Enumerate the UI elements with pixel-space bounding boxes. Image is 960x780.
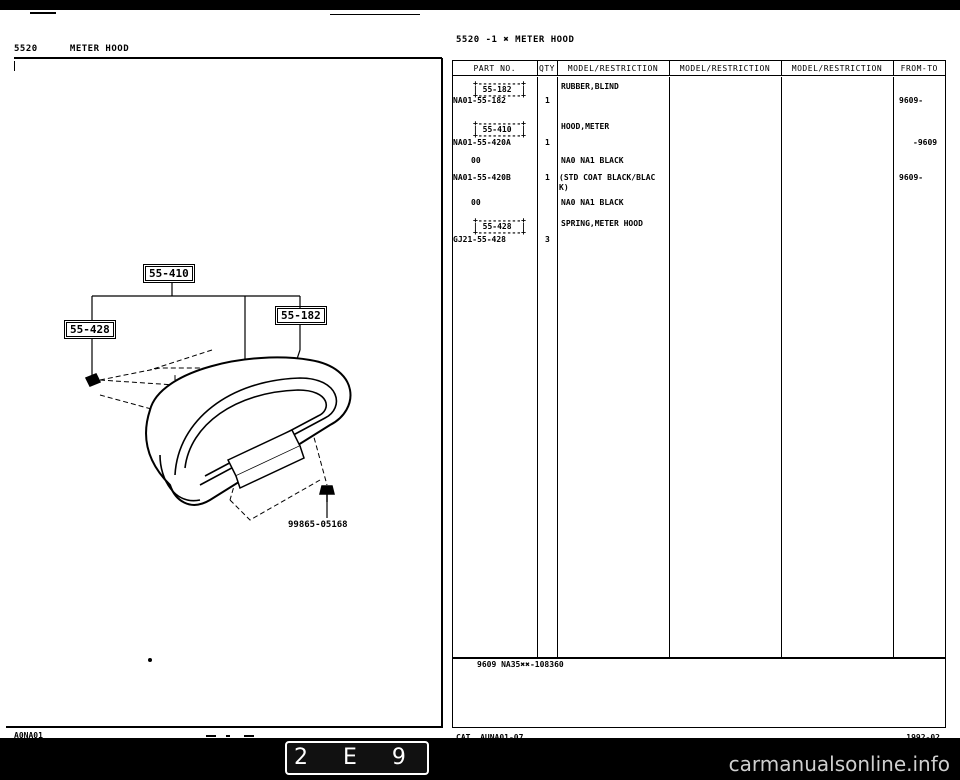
meter-hood-illustration: [84, 282, 352, 521]
part-number: GJ21-55-428: [453, 235, 506, 244]
page-divider: [441, 58, 443, 728]
part-description: SPRING,METER HOOD: [561, 219, 643, 228]
part-description: NA0 NA1 BLACK: [561, 198, 624, 207]
footer-dash: [226, 735, 230, 737]
column-header-model-restriction-3: MODEL/RESTRICTION: [781, 61, 894, 76]
right-page-header: 5520 -1 ✖ METER HOOD: [456, 35, 575, 45]
catalog-number: CAT. AUNA01-07: [456, 733, 524, 742]
catalog-date: 1992-02: [906, 733, 940, 742]
left-footer-rule: [6, 726, 442, 728]
column-rule: [781, 77, 782, 657]
callout-box-55-428: 55-428: [64, 320, 116, 339]
part-from-to: 9609-: [899, 96, 924, 105]
watermark-text: carmanualsonline.info: [728, 752, 950, 776]
part-qty: 1: [545, 138, 550, 147]
column-rule: [669, 77, 670, 657]
part-from-to: 9609-: [899, 173, 924, 182]
catalog-page: 5520 METER HOOD: [0, 10, 960, 742]
column-header-from-to: FROM-TO: [893, 61, 945, 76]
parts-table: PART NO. QTY MODEL/RESTRICTION MODEL/RES…: [452, 60, 946, 728]
part-callout-box: +---------+ | 55-410 | +---------+: [473, 119, 526, 140]
parts-table-header: PART NO. QTY MODEL/RESTRICTION MODEL/RES…: [453, 61, 945, 76]
table-body-bottom-rule: [453, 657, 945, 659]
part-description: HOOD,METER: [561, 122, 610, 131]
part-number: NA01-55-420A: [453, 138, 511, 147]
part-qty: 1: [545, 96, 550, 105]
bolt-part-number: 99865-05168: [288, 520, 348, 530]
part-qty: 1: [545, 173, 550, 182]
exploded-diagram: 55-410 55-428 55-182 99865-05168: [0, 250, 440, 550]
callout-box-55-410: 55-410: [143, 264, 195, 283]
part-callout-box: +---------+ | 55-182 | +---------+: [473, 79, 526, 100]
left-header-rule: [14, 57, 442, 59]
column-rule: [893, 77, 894, 657]
part-number: NA01-55-182: [453, 96, 506, 105]
parts-table-body: +---------+ | 55-182 | +---------+ NA01-…: [453, 77, 945, 659]
section-title: METER HOOD: [69, 44, 130, 54]
column-header-qty: QTY: [537, 61, 558, 76]
left-header-tick: [14, 61, 15, 71]
serial-number-note: 9609 NA35✖✖-108360: [477, 660, 564, 669]
part-from-to: -9609: [913, 138, 938, 147]
part-number: NA01-55-420B: [453, 173, 511, 182]
part-description: NA0 NA1 BLACK: [561, 156, 624, 165]
callout-box-55-182: 55-182: [275, 306, 327, 325]
section-tab-label: 2 E 9: [285, 741, 429, 775]
scan-speck: [330, 14, 420, 15]
part-qty: 3: [545, 235, 550, 244]
column-header-part-no: PART NO.: [453, 61, 538, 76]
part-description: RUBBER,BLIND: [561, 82, 619, 91]
section-number: 5520: [14, 44, 38, 54]
part-number: 00: [471, 156, 481, 165]
column-header-model-restriction-2: MODEL/RESTRICTION: [669, 61, 782, 76]
footer-dash: [244, 735, 254, 737]
left-page-header: 5520 METER HOOD: [14, 44, 129, 54]
scan-speck: [148, 658, 152, 662]
part-number: 00: [471, 198, 481, 207]
footer-dash: [206, 735, 216, 737]
column-rule: [537, 77, 538, 657]
part-description: (STD COAT BLACK/BLAC K): [559, 173, 656, 192]
scan-speck: [30, 12, 56, 14]
column-rule: [557, 77, 558, 657]
left-footer-code: A0NA01: [14, 731, 43, 740]
column-header-model-restriction-1: MODEL/RESTRICTION: [557, 61, 670, 76]
part-callout-box: +---------+ | 55-428 | +---------+: [473, 216, 526, 237]
